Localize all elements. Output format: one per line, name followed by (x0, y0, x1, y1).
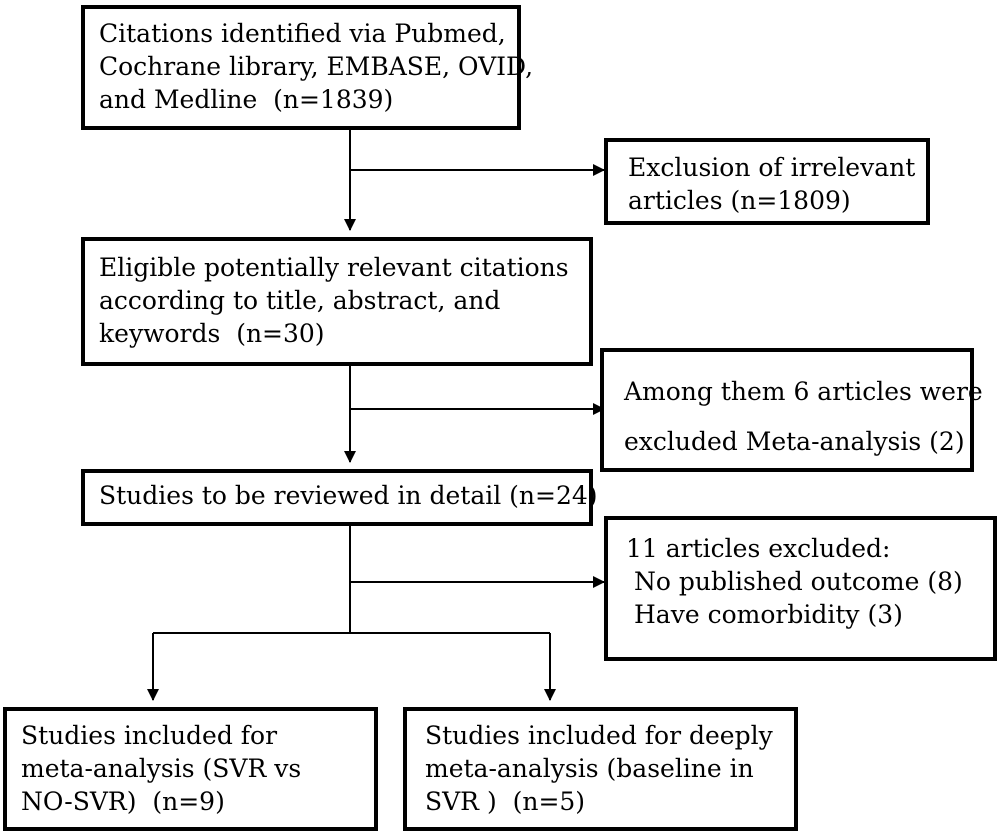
included-svr-box: Studies included for meta-analysis (SVR … (3, 707, 378, 831)
excluded-six-line-1: Among them 6 articles were (624, 377, 983, 406)
excluded-eleven-line-3: Have comorbidity (3) (634, 600, 903, 629)
excluded-six-line-2: excluded Meta-analysis (2) (624, 427, 965, 456)
excluded-eleven-line-1: 11 articles excluded: (626, 534, 891, 563)
excluded-irrelevant-line-1: Exclusion of irrelevant (628, 153, 916, 182)
included-baseline-line-3: SVR ) (n=5) (425, 787, 586, 816)
excluded-eleven-box: 11 articles excluded: No published outco… (604, 516, 997, 661)
eligible-line-1: Eligible potentially relevant citations (99, 253, 569, 282)
excluded-eleven-line-2: No published outcome (8) (634, 567, 963, 596)
identified-line-1: Citations identified via Pubmed, (99, 19, 506, 48)
reviewed-studies-box: Studies to be reviewed in detail (n=24) (81, 469, 598, 526)
included-svr-line-3: NO-SVR) (n=9) (21, 787, 225, 816)
eligible-line-2: according to title, abstract, and (99, 286, 501, 315)
identified-line-3: and Medline (n=1839) (99, 85, 394, 114)
identified-citations-box: Citations identified via Pubmed, Cochran… (81, 5, 534, 130)
included-baseline-line-2: meta-analysis (baseline in (425, 754, 754, 783)
included-svr-line-1: Studies included for (21, 721, 278, 750)
eligible-citations-box: Eligible potentially relevant citations … (81, 237, 593, 366)
excluded-irrelevant-box: Exclusion of irrelevant articles (n=1809… (604, 138, 930, 225)
eligible-line-3: keywords (n=30) (99, 319, 325, 348)
reviewed-line-1: Studies to be reviewed in detail (n=24) (99, 481, 598, 510)
included-svr-line-2: meta-analysis (SVR vs (21, 754, 302, 783)
included-baseline-box: Studies included for deeply meta-analysi… (403, 707, 798, 831)
included-baseline-line-1: Studies included for deeply (425, 721, 773, 750)
identified-line-2: Cochrane library, EMBASE, OVID, (99, 52, 534, 81)
excluded-six-box: Among them 6 articles were excluded Meta… (600, 348, 983, 472)
excluded-irrelevant-line-2: articles (n=1809) (628, 186, 851, 215)
